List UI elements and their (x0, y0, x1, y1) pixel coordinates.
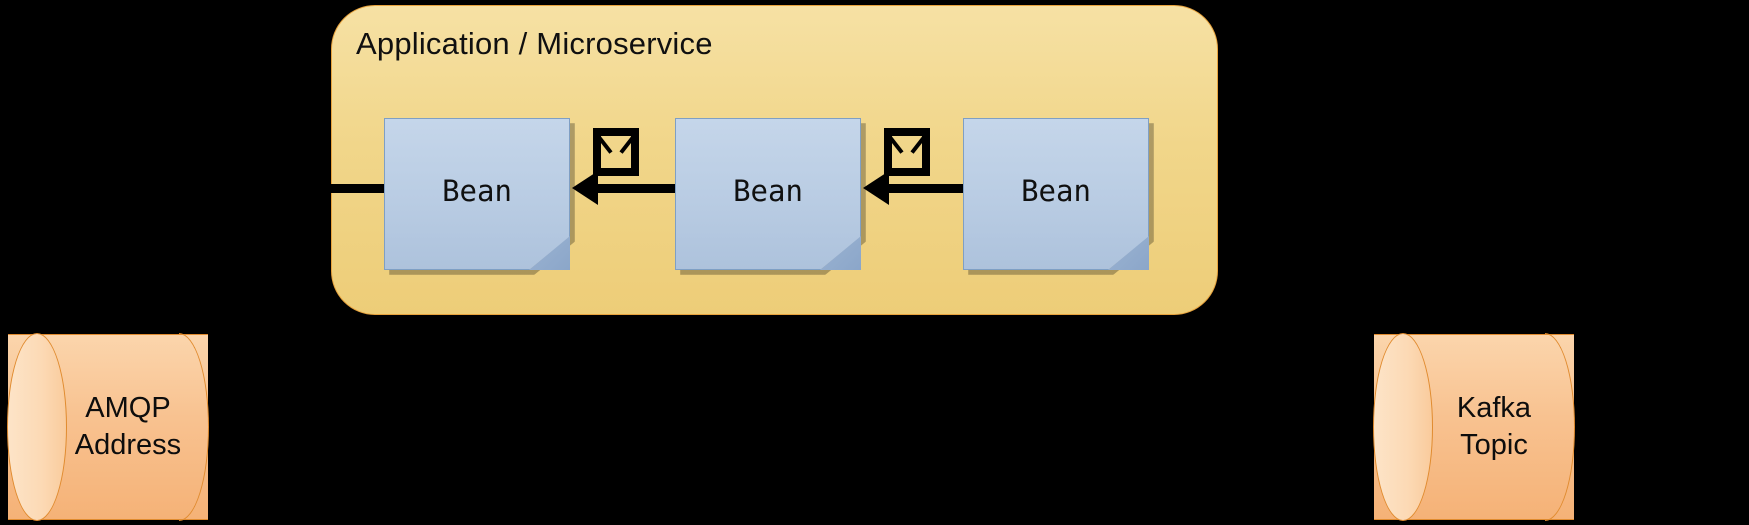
cylinder-left-cap (1373, 333, 1433, 521)
kafka-topic-label: Kafka Topic (1374, 334, 1574, 520)
bean-label: Bean (733, 174, 803, 208)
panel-title: Application / Microservice (356, 26, 713, 61)
arrow-bean3-to-bean2-head (863, 171, 889, 205)
envelope-frame (884, 128, 930, 176)
arrow-bean3-to-bean2-line (889, 184, 965, 193)
bean-label: Bean (442, 174, 512, 208)
bean-box-1[interactable]: Bean (384, 118, 575, 275)
kafka-label-line2: Topic (1460, 429, 1528, 461)
kafka-label-line1: Kafka (1456, 391, 1532, 424)
arrow-bean2-to-bean1-head (572, 171, 598, 205)
arrow-bean1-to-amqp-line (331, 184, 387, 193)
cylinder-left-cap (7, 333, 67, 521)
bean-body (963, 118, 1149, 270)
envelope-icon (884, 128, 930, 176)
amqp-address-label: AMQP Address (8, 334, 208, 520)
amqp-label-line1: AMQP (85, 391, 171, 424)
bean-body (384, 118, 570, 270)
envelope-frame (593, 128, 639, 176)
bean-body (675, 118, 861, 270)
arrow-bean2-to-bean1-line (598, 184, 677, 193)
amqp-label-line2: Address (74, 429, 182, 461)
envelope-icon (593, 128, 639, 176)
bean-label: Bean (1021, 174, 1091, 208)
kafka-topic-cylinder[interactable]: Kafka Topic (1373, 333, 1575, 521)
bean-box-3[interactable]: Bean (963, 118, 1154, 275)
amqp-address-cylinder[interactable]: AMQP Address (7, 333, 209, 521)
bean-box-2[interactable]: Bean (675, 118, 866, 275)
